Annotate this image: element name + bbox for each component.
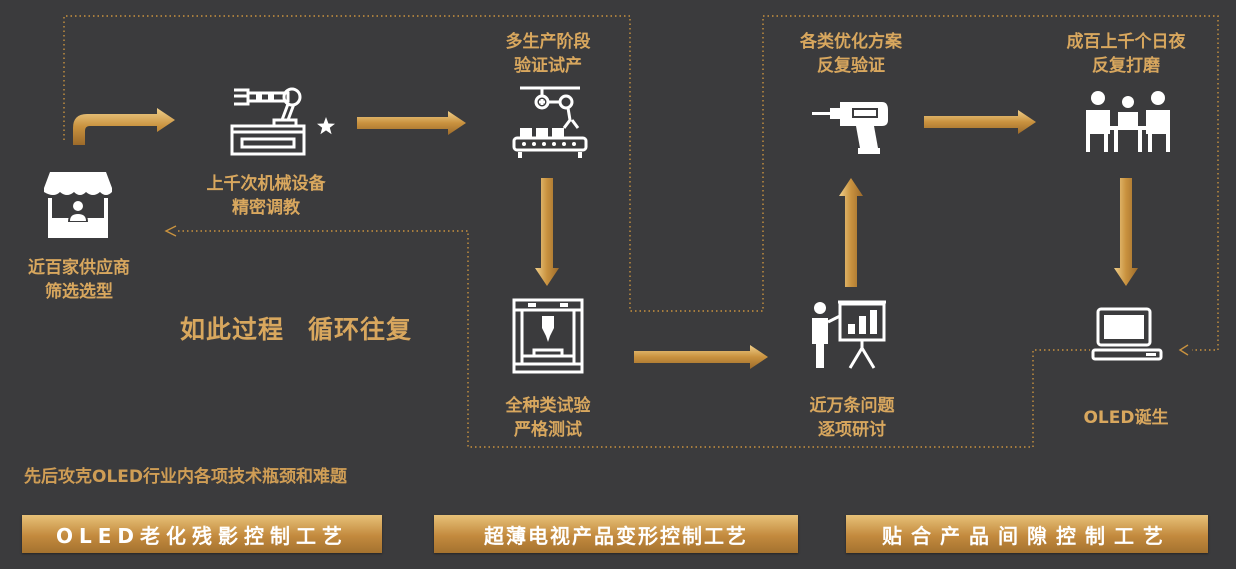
- arrow-testing-to-research: [634, 345, 768, 369]
- node-machine-line1: 上千次机械设备: [206, 174, 326, 194]
- node-testing-label: 全种类试验 严格测试: [478, 394, 618, 442]
- dotted-arrowhead-right: [1178, 344, 1189, 356]
- dotted-arrowhead-left: [164, 225, 177, 237]
- node-supplier-label: 近百家供应商 筛选选型: [14, 256, 144, 304]
- star-icon: [317, 117, 335, 135]
- motto-part1: 如此过程: [180, 315, 285, 344]
- node-polish-line1: 成百上千个日夜: [1066, 32, 1186, 52]
- node-optimize-line2: 反复验证: [817, 56, 885, 76]
- banner-oled-aging: OLED老化残影控制工艺: [22, 515, 382, 553]
- node-research-line2: 逐项研讨: [818, 420, 886, 440]
- monitor-icon: [1091, 307, 1163, 361]
- shop-icon: [44, 172, 112, 238]
- test-machine-icon: [512, 298, 584, 374]
- arrow-research-to-optimize: [839, 178, 863, 287]
- summary-text: 先后攻克OLED行业内各项技术瓶颈和难题: [24, 467, 348, 487]
- arrow-optimize-to-polish: [924, 110, 1036, 134]
- banner-lamination-gap: 贴合产品间隙控制工艺: [846, 515, 1208, 553]
- node-research-label: 近万条问题 逐项研讨: [782, 394, 922, 442]
- motto-part2: 循环往复: [308, 315, 413, 344]
- node-production-line2: 验证试产: [514, 56, 582, 76]
- node-testing-line2: 严格测试: [514, 420, 582, 440]
- node-research-line1: 近万条问题: [809, 396, 895, 416]
- arrow-production-to-testing: [535, 178, 559, 286]
- node-optimize-line1: 各类优化方案: [800, 32, 902, 52]
- arrow-polish-to-oled: [1114, 178, 1138, 286]
- dotted-arrowheads: [164, 225, 1189, 356]
- node-polish-label: 成百上千个日夜 反复打磨: [1046, 30, 1206, 78]
- node-production-line1: 多生产阶段: [505, 32, 591, 52]
- node-polish-line2: 反复打磨: [1092, 56, 1160, 76]
- dotted-line-bottom: [178, 230, 1090, 448]
- robot-arm-icon: [230, 87, 306, 156]
- motto-text: 如此过程循环往复: [180, 310, 436, 346]
- assembly-line-icon: [512, 86, 588, 158]
- node-oled-label: OLED诞生: [1066, 406, 1186, 430]
- node-machine-label: 上千次机械设备 精密调教: [186, 172, 346, 220]
- drill-icon: [812, 102, 888, 154]
- arrow-supplier-to-machine: [73, 108, 175, 145]
- node-supplier-line1: 近百家供应商: [28, 258, 130, 278]
- meeting-icon: [1086, 91, 1170, 152]
- node-production-label: 多生产阶段 验证试产: [478, 30, 618, 78]
- node-optimize-label: 各类优化方案 反复验证: [776, 30, 926, 78]
- node-testing-line1: 全种类试验: [505, 396, 591, 416]
- arrow-machine-to-production: [357, 111, 466, 135]
- banner-ultrathin-tv: 超薄电视产品变形控制工艺: [434, 515, 798, 553]
- gold-arrows: [73, 108, 1138, 369]
- node-machine-line2: 精密调教: [232, 198, 300, 218]
- node-supplier-line2: 筛选选型: [45, 282, 113, 302]
- dotted-loop-lines: [63, 15, 1219, 448]
- presentation-icon: [812, 300, 886, 369]
- node-oled-line1: OLED诞生: [1083, 408, 1169, 428]
